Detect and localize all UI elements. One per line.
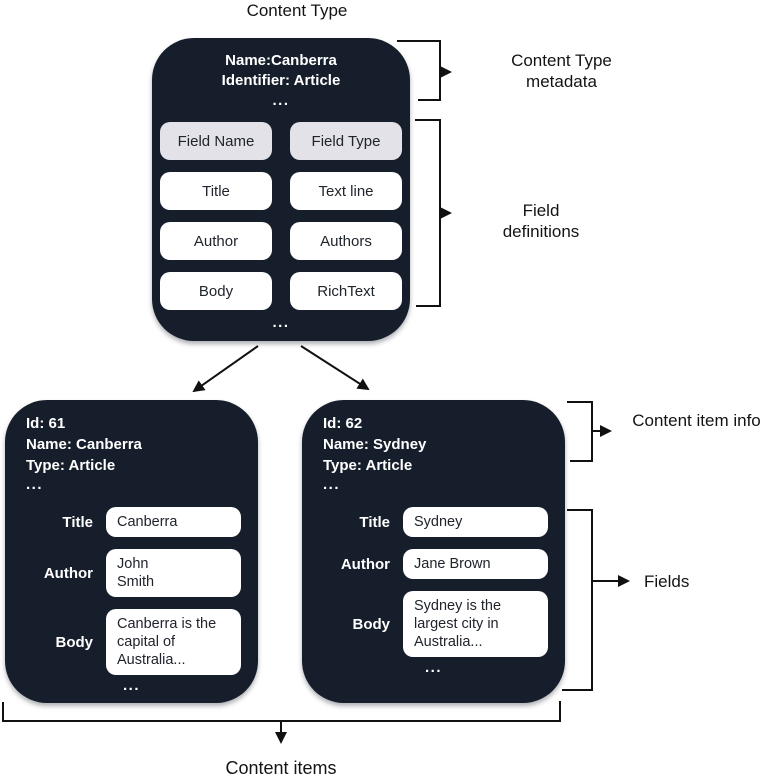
field-value: John Smith <box>106 549 241 597</box>
field-definitions-grid: Field Name Field Type Title Text line Au… <box>152 122 410 310</box>
field-value: Sydney <box>403 507 548 537</box>
field-type-cell: Authors <box>290 222 402 260</box>
field-label: Author <box>43 564 93 582</box>
field-value: Jane Brown <box>403 549 548 579</box>
content-type-metadata: Name:Canberra Identifier: Article <box>152 38 410 91</box>
bracket-field-definitions <box>415 119 452 307</box>
field-type-header-cell: Field Type <box>290 122 402 160</box>
field-name-cell: Title <box>160 172 272 210</box>
item-name: Name: Canberra <box>26 436 142 453</box>
item-info-ellipsis: ... <box>323 476 341 493</box>
field-name-cell: Body <box>160 272 272 310</box>
field-type-cell: RichText <box>290 272 402 310</box>
annotation-fields: Fields <box>644 572 690 591</box>
content-type-identifier: Identifier: Article <box>221 72 341 89</box>
field-row-body: Body Canberra is the capital of Australi… <box>5 609 241 675</box>
item-name: Name: Sydney <box>323 436 427 453</box>
field-row-author: Author John Smith <box>5 549 241 597</box>
item-fields-block: Title Sydney Author Jane Brown Body Sydn… <box>302 507 565 657</box>
item-info-ellipsis: ... <box>26 476 44 493</box>
field-value: Canberra is the capital of Australia... <box>106 609 241 675</box>
field-label: Body <box>352 615 391 633</box>
arrow-to-right-item <box>300 345 370 391</box>
field-type-cell: Text line <box>290 172 402 210</box>
content-item-card-canberra: Id: 61 Name: Canberra Type: Article ... … <box>5 400 258 703</box>
field-row-title: Title Canberra <box>5 507 241 537</box>
field-name-header-cell: Field Name <box>160 122 272 160</box>
annotation-content-items: Content items <box>225 758 337 778</box>
bracket-content-item-info <box>567 401 612 462</box>
item-type: Type: Article <box>26 457 116 474</box>
field-row-body: Body Sydney is the largest city in Austr… <box>302 591 548 657</box>
annotation-field-definitions: Field definitions <box>502 201 580 241</box>
bracket-content-items <box>2 701 561 744</box>
annotation-content-item-info: Content item info <box>632 411 761 430</box>
arrow-to-left-item <box>192 345 259 393</box>
field-value: Sydney is the largest city in Australia.… <box>403 591 548 657</box>
field-label: Title <box>62 513 93 531</box>
content-item-card-sydney: Id: 62 Name: Sydney Type: Article ... Ti… <box>302 400 565 703</box>
field-row-author: Author Jane Brown <box>302 549 548 579</box>
annotation-content-type-metadata: Content Type metadata <box>511 51 612 91</box>
item-id: Id: 62 <box>323 415 363 432</box>
content-item-info-block: Id: 61 Name: Canberra Type: Article ... <box>5 400 258 494</box>
field-label: Author <box>340 555 390 573</box>
content-type-name: Name:Canberra <box>225 52 337 69</box>
field-label: Body <box>55 633 94 651</box>
field-label: Title <box>359 513 390 531</box>
field-value: Canberra <box>106 507 241 537</box>
item-type: Type: Article <box>323 457 413 474</box>
content-type-card: Name:Canberra Identifier: Article ... Fi… <box>152 38 410 341</box>
item-id: Id: 61 <box>26 415 66 432</box>
bracket-fields <box>562 509 630 691</box>
metadata-ellipsis: ... <box>272 92 290 109</box>
item-footer-ellipsis: ... <box>424 659 442 676</box>
field-name-cell: Author <box>160 222 272 260</box>
field-row-title: Title Sydney <box>302 507 548 537</box>
diagram-title: Content Type <box>246 1 348 20</box>
item-fields-block: Title Canberra Author John Smith Body Ca… <box>5 507 258 675</box>
content-type-footer-ellipsis: ... <box>272 314 290 331</box>
content-item-info-block: Id: 62 Name: Sydney Type: Article ... <box>302 400 565 494</box>
item-footer-ellipsis: ... <box>122 677 140 694</box>
